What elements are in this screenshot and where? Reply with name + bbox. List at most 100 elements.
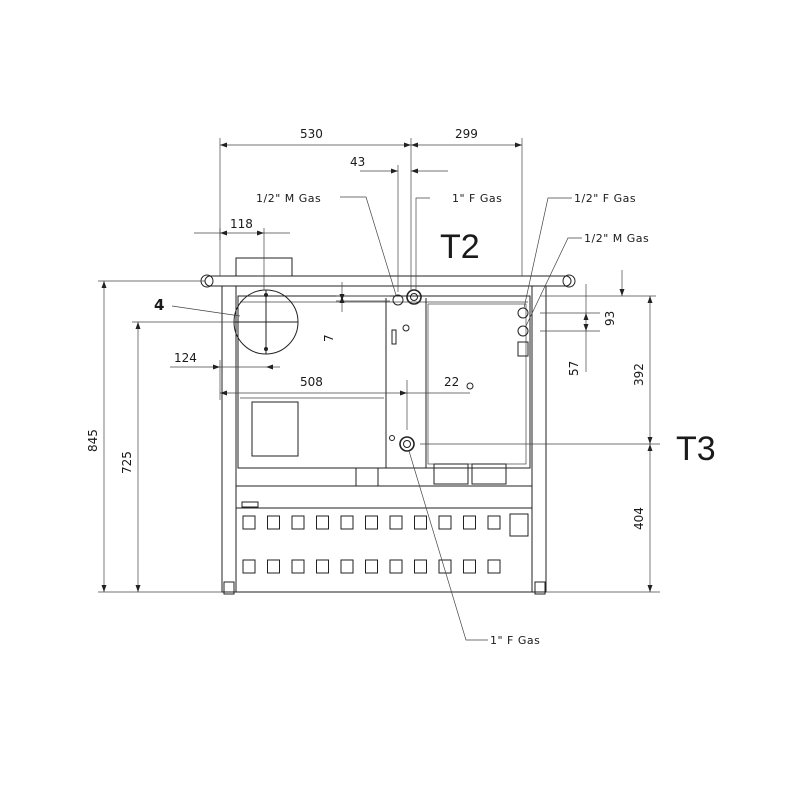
dimension-arrowhead [266,364,273,370]
dim-7: 7 [322,334,336,342]
small-box-left [355,467,379,487]
gas-connector-t2-inner [410,293,418,301]
dimension-arrowhead [647,444,653,451]
leader-half-m-left [340,196,397,296]
vent-slot [487,559,501,574]
dimension-arrowhead [391,168,398,174]
flue-bolt-bottom [264,347,268,351]
dim-57: 57 [567,361,581,376]
dimension-arrowhead [411,168,418,174]
dim-530: 530 [300,127,323,141]
vent-slot [316,515,329,530]
gas-connector-t3 [399,436,415,452]
left-window [251,401,299,457]
rail-end-right [562,274,576,288]
label-half-m-gas-left: 1/2" M Gas [256,192,321,205]
dim-392: 392 [632,363,646,386]
vent-slot [340,515,354,530]
gas-connector-half-m-right [517,325,529,337]
dimension-arrowhead [400,390,407,396]
vent-slot [487,515,501,530]
base-right-box [509,513,529,537]
label-one-f-gas-top: 1" F Gas [452,192,502,205]
leader-half-m-right [525,237,582,327]
vent-slot [438,559,452,574]
dimension-arrowhead [647,296,653,303]
left-foot [223,581,235,595]
vent-slot [291,559,305,574]
leader-lines [171,196,582,641]
dimension-arrowhead [647,437,653,444]
dim-124: 124 [174,351,197,365]
flue-bolt-top [264,293,268,297]
dimension-arrowhead [220,390,227,396]
dimension-arrowhead [213,364,220,370]
dim-508: 508 [300,375,323,389]
vent-slot [242,515,256,530]
vent-slot [365,559,378,574]
right-compartment [427,303,527,465]
vent-slot [267,559,280,574]
right-foot [534,581,546,595]
gas-connector-half-f-right [517,307,529,319]
top-rail [204,275,572,287]
arrowheads [101,142,653,592]
dimension-arrowhead [135,322,141,329]
dim-299: 299 [455,127,478,141]
valve-stem [391,329,397,345]
gas-connector-t3-inner [403,440,411,448]
small-fitting [389,435,395,441]
leader-item-4 [171,305,241,317]
dim-725: 725 [120,451,134,474]
dimension-arrowhead [515,142,522,148]
vent-slot [463,559,476,574]
label-half-m-gas-right: 1/2" M Gas [584,232,649,245]
small-box-right [471,463,507,485]
tag-t3: T3 [676,430,716,468]
gas-connector-half-m-left [392,294,404,306]
dim-93: 93 [603,311,617,326]
dim-118: 118 [230,217,253,231]
dimension-arrowhead [647,585,653,592]
label-item-4: 4 [154,296,164,314]
dimension-arrowhead [411,142,418,148]
label-one-f-gas-bottom: 1" F Gas [490,634,540,647]
appliance-outline [200,257,576,595]
dimension-arrowhead [404,142,411,148]
dimension-arrowhead [257,230,264,236]
vent-slot [291,515,305,530]
dimension-arrowhead [339,294,345,301]
right-regulator [517,341,529,357]
vent-slot [389,559,403,574]
vent-slot [463,515,476,530]
leader-one-f-bottom [408,450,488,641]
label-half-f-gas-right: 1/2" F Gas [574,192,636,205]
dimension-arrowhead [583,313,589,320]
dim-845: 845 [86,429,100,452]
vent-slot [414,559,427,574]
text-labels: 530 299 43 118 124 508 22 7 93 57 392 40… [86,127,716,647]
vent-slot [316,559,329,574]
dimension-arrowhead [101,585,107,592]
base-tab [241,501,259,508]
right-leg [531,285,547,593]
leader-one-f-top [415,197,430,290]
dimension-arrowhead [583,324,589,331]
dimension-arrowhead [101,281,107,288]
leader-half-f-right [523,197,572,309]
tag-t2: T2 [440,228,480,266]
vent-slot [438,515,452,530]
left-leg [221,285,237,593]
flue-outlet [233,289,299,355]
vent-slot [389,515,403,530]
small-box-mid [433,463,469,485]
vent-slot [414,515,427,530]
vent-slot [365,515,378,530]
dim-22: 22 [444,375,459,389]
dim-43: 43 [350,155,365,169]
vent-slot [242,559,256,574]
dimension-arrowhead [135,585,141,592]
dim-22-marker [466,382,474,390]
vent-slots [242,515,501,574]
